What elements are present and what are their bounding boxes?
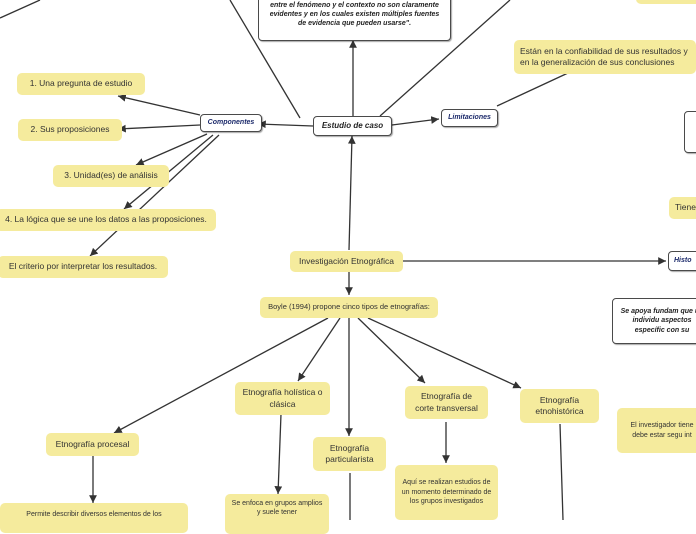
se-apoya-text: Se apoya fundam que un individu aspectos… [620,308,696,334]
component-item-4[interactable]: 4. La lógica que se une los datos a las … [0,209,216,231]
component-item-5[interactable]: El criterio por interpretar los resultad… [0,256,168,278]
limitaciones-node[interactable]: Limitaciones [441,109,498,127]
componentes-node[interactable]: Componentes [200,114,262,132]
holistica-detail-text: Se enfoca en grupos amplios y suele tene… [231,500,323,517]
transversal-detail-text: Aquí se realizan estudios de un momento … [401,479,492,506]
component-item-1-label: 1. Una pregunta de estudio [29,78,133,89]
investigacion-etnografica-label: Investigación Etnográfica [299,255,394,266]
etnografia-holistica-label: Etnografía holística o clásica [242,387,323,409]
investigacion-etnografica-node[interactable]: Investigación Etnográfica [290,251,403,272]
definition-box: entre el fenómeno y el contexto no son c… [258,0,451,41]
etnografia-etnohistorica-node[interactable]: Etnografía etnohistórica [520,389,599,423]
etnografia-particularista-label: Etnografía particularista [325,442,374,464]
component-item-1[interactable]: 1. Una pregunta de estudio [17,73,145,95]
limitaciones-text[interactable]: Están en la confiabilidad de sus resulta… [514,40,696,74]
limitaciones-description: Están en la confiabilidad de sus resulta… [520,45,688,67]
procesal-detail-text: Permite describir diversos elementos de … [26,511,162,518]
procesal-detail[interactable]: Permite describir diversos elementos de … [0,503,188,533]
definition-text: entre el fenómeno y el contexto no son c… [269,1,440,28]
right-partial-box [684,111,696,153]
estudio-de-caso-label: Estudio de caso [321,120,384,130]
limitaciones-label: Limitaciones [448,114,491,122]
historia-node[interactable]: Histo [668,251,696,271]
component-item-2-label: 2. Sus proposiciones [30,124,110,135]
etnografia-procesal-label: Etnografía procesal [55,438,130,449]
top-right-partial-note [636,0,696,4]
component-item-3[interactable]: 3. Unidad(es) de análisis [53,165,169,187]
investigador-node[interactable]: El investigador tiene debe estar segu in… [617,408,696,453]
se-apoya-box: Se apoya fundam que un individu aspectos… [612,298,696,344]
boyle-node[interactable]: Boyle (1994) propone cinco tipos de etno… [260,297,438,318]
component-item-2[interactable]: 2. Sus proposiciones [18,119,122,141]
component-item-3-label: 3. Unidad(es) de análisis [64,170,158,181]
boyle-label: Boyle (1994) propone cinco tipos de etno… [268,302,430,312]
tiene-label: Tiene [675,202,696,213]
etnografia-procesal-node[interactable]: Etnografía procesal [46,433,139,456]
etnografia-transversal-label: Etnografía de corte transversal [415,391,478,413]
component-item-5-label: El criterio por interpretar los resultad… [8,261,158,272]
componentes-label: Componentes [207,119,255,127]
tiene-node[interactable]: Tiene [669,197,696,219]
etnografia-etnohistorica-label: Etnografía etnohistórica [535,394,584,416]
etnografia-particularista-node[interactable]: Etnografía particularista [313,437,386,471]
estudio-de-caso-node[interactable]: Estudio de caso [313,116,392,136]
transversal-detail[interactable]: Aquí se realizan estudios de un momento … [395,465,498,520]
historia-label: Histo [674,257,692,265]
etnografia-holistica-node[interactable]: Etnografía holística o clásica [235,382,330,415]
component-item-4-label: 4. La lógica que se une los datos a las … [5,214,207,225]
investigador-text: El investigador tiene debe estar segu in… [630,422,694,439]
holistica-detail[interactable]: Se enfoca en grupos amplios y suele tene… [225,494,329,534]
etnografia-transversal-node[interactable]: Etnografía de corte transversal [405,386,488,419]
connector-lines [0,0,666,520]
